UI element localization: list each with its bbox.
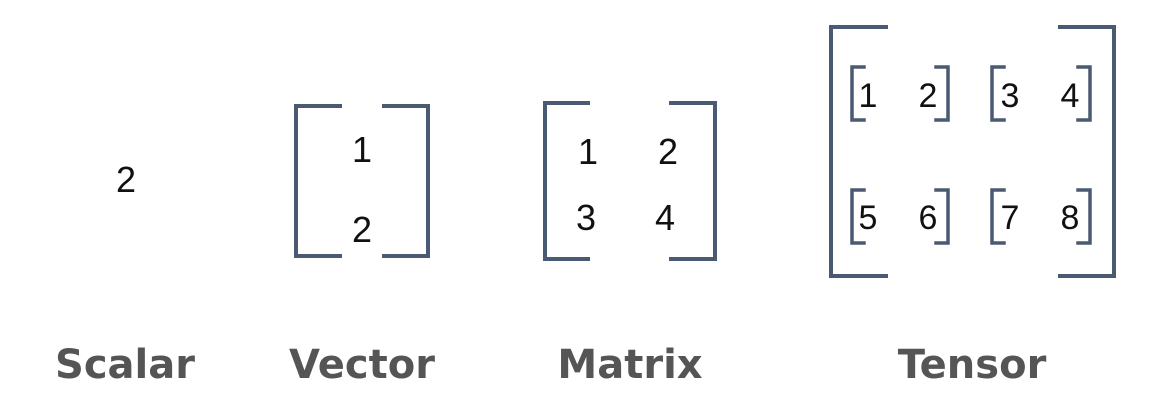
tensor-left-bracket	[829, 25, 888, 278]
tensor-cell: 5	[859, 199, 878, 237]
matrix-left-bracket	[543, 101, 590, 261]
scalar-label: Scalar	[55, 342, 195, 388]
tensor-block-3-right-bracket	[934, 188, 950, 245]
tensor-block-3: 5 6	[850, 188, 950, 245]
vector-group: 1 2 Vector	[289, 104, 435, 388]
vector-value-1: 1	[352, 129, 372, 170]
matrix-cell-2-1: 3	[576, 197, 596, 238]
tensor-cell: 7	[1001, 199, 1020, 237]
matrix-right-bracket	[669, 101, 717, 261]
tensor-block-1: 1 2	[850, 65, 950, 122]
tensor-block-2: 3 4	[990, 65, 1092, 122]
tensor-block-2-right-bracket	[1076, 65, 1092, 122]
tensor-block-4: 7 8	[990, 188, 1092, 245]
tensor-cell: 1	[859, 77, 878, 115]
tensor-cell: 8	[1061, 199, 1080, 237]
tensor-block-3-left-bracket	[850, 188, 866, 245]
tensor-cell: 3	[1001, 77, 1020, 115]
matrix-label: Matrix	[557, 342, 702, 388]
matrix-cell-2-2: 4	[655, 197, 675, 238]
vector-right-bracket	[382, 104, 430, 258]
tensor-block-4-left-bracket	[990, 188, 1006, 245]
vector-value-2: 2	[352, 209, 372, 250]
tensor-group: 1 2 3 4 5 6 7 8 Tensor	[829, 25, 1116, 388]
tensor-label: Tensor	[898, 342, 1047, 388]
vector-label: Vector	[289, 342, 435, 388]
tensor-cell: 6	[919, 199, 938, 237]
scalar-value: 2	[116, 159, 136, 200]
matrix-group: 1 2 3 4 Matrix	[543, 101, 717, 388]
tensor-block-2-left-bracket	[990, 65, 1006, 122]
matrix-cell-1-2: 2	[658, 131, 678, 172]
tensor-cell: 2	[919, 77, 938, 115]
tensor-block-1-left-bracket	[850, 65, 866, 122]
tensor-block-4-right-bracket	[1076, 188, 1092, 245]
tensor-block-1-right-bracket	[934, 65, 950, 122]
tensor-right-bracket	[1058, 25, 1116, 278]
matrix-cell-1-1: 1	[578, 131, 598, 172]
tensor-cell: 4	[1061, 77, 1080, 115]
vector-left-bracket	[294, 104, 342, 258]
scalar-group: 2 Scalar	[55, 159, 195, 388]
